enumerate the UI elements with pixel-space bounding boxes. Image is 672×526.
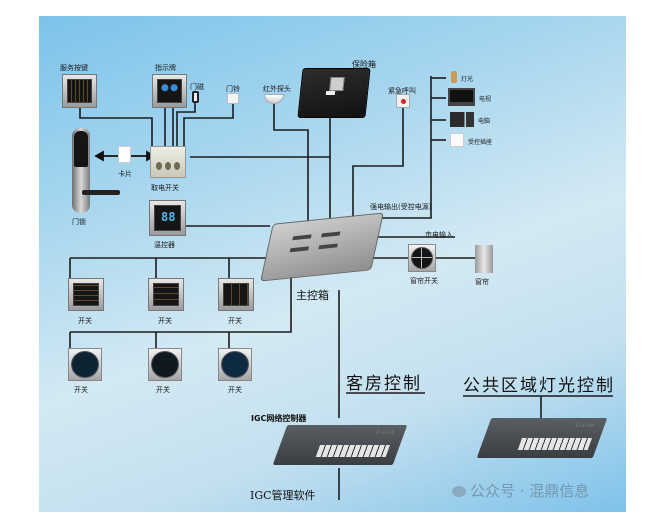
tv-label: 电视 bbox=[479, 96, 492, 103]
emergency-call-label: 紧急呼叫 bbox=[388, 87, 416, 95]
main-control-box-label: 主控箱 bbox=[296, 289, 329, 302]
controlled-socket-label: 受控插座 bbox=[468, 139, 493, 146]
card-label: 卡片 bbox=[118, 170, 132, 178]
switch-label-3: 开关 bbox=[228, 317, 242, 325]
computer-device bbox=[450, 112, 474, 127]
igc-controller-label: IGC网络控制器 bbox=[251, 414, 307, 423]
public-lighting-title: 公共区域灯光控制 bbox=[463, 376, 615, 396]
curtain-switch-label: 窗帘开关 bbox=[410, 277, 438, 285]
doorbell-device bbox=[227, 93, 239, 104]
light-label: 灯光 bbox=[461, 76, 474, 83]
brand-mark: D-Link bbox=[374, 429, 396, 436]
switch-label-6: 开关 bbox=[228, 386, 242, 394]
thermostat-device: 88 bbox=[149, 200, 186, 236]
power-switch-label: 取电开关 bbox=[151, 184, 179, 192]
switch-label-5: 开关 bbox=[156, 386, 170, 394]
safe-device bbox=[297, 68, 371, 118]
ir-probe-label: 红外探头 bbox=[263, 85, 291, 93]
service-button-label: 服务按键 bbox=[60, 64, 88, 72]
watermark-text: 公众号 · 混鼎信息 bbox=[470, 482, 590, 500]
controlled-socket-device bbox=[450, 133, 464, 147]
switch-label-4: 开关 bbox=[74, 386, 88, 394]
switch-panel-1 bbox=[68, 278, 104, 311]
igc-software-label: IGC管理软件 bbox=[250, 489, 316, 502]
indicator-device bbox=[152, 74, 187, 108]
switch-round-3 bbox=[218, 348, 252, 381]
safe-label: 保险箱 bbox=[352, 60, 376, 69]
wechat-icon bbox=[452, 486, 466, 497]
switch-label-1: 开关 bbox=[78, 317, 92, 325]
light-device bbox=[451, 71, 457, 83]
curtain-label: 窗帘 bbox=[475, 278, 489, 286]
thermostat-display: 88 bbox=[154, 205, 181, 231]
curtain-device bbox=[475, 245, 493, 273]
public-network-switch-device: D-Link bbox=[476, 418, 608, 458]
emergency-call-device bbox=[396, 94, 410, 108]
room-control-title: 客房控制 bbox=[346, 374, 422, 394]
door-magnet-device bbox=[192, 91, 199, 103]
power-switch-device bbox=[150, 146, 186, 178]
switch-round-2 bbox=[148, 348, 182, 381]
strong-power-output-label: 强电输出(受控电源) bbox=[370, 203, 432, 211]
card-device bbox=[118, 146, 131, 163]
mains-input-label: 市电输入 bbox=[425, 231, 453, 239]
switch-label-2: 开关 bbox=[158, 317, 172, 325]
computer-label: 电脑 bbox=[478, 118, 491, 125]
igc-network-switch-device: D-Link bbox=[272, 425, 408, 465]
doorbell-label: 门铃 bbox=[226, 85, 240, 93]
door-lock-device bbox=[72, 128, 120, 213]
indicator-label: 指示牌 bbox=[155, 64, 176, 72]
tv-device bbox=[448, 88, 475, 106]
door-magnet-label: 门磁 bbox=[190, 83, 204, 91]
service-button-device bbox=[62, 74, 97, 108]
thermostat-label: 温控器 bbox=[154, 241, 175, 249]
switch-round-1 bbox=[68, 348, 102, 381]
watermark: 公众号 · 混鼎信息 bbox=[452, 480, 589, 501]
brand-mark-public: D-Link bbox=[574, 422, 596, 429]
door-lock-label: 门锁 bbox=[72, 218, 86, 226]
switch-panel-3 bbox=[218, 278, 254, 311]
switch-panel-2 bbox=[148, 278, 184, 311]
curtain-switch-device bbox=[408, 244, 436, 272]
